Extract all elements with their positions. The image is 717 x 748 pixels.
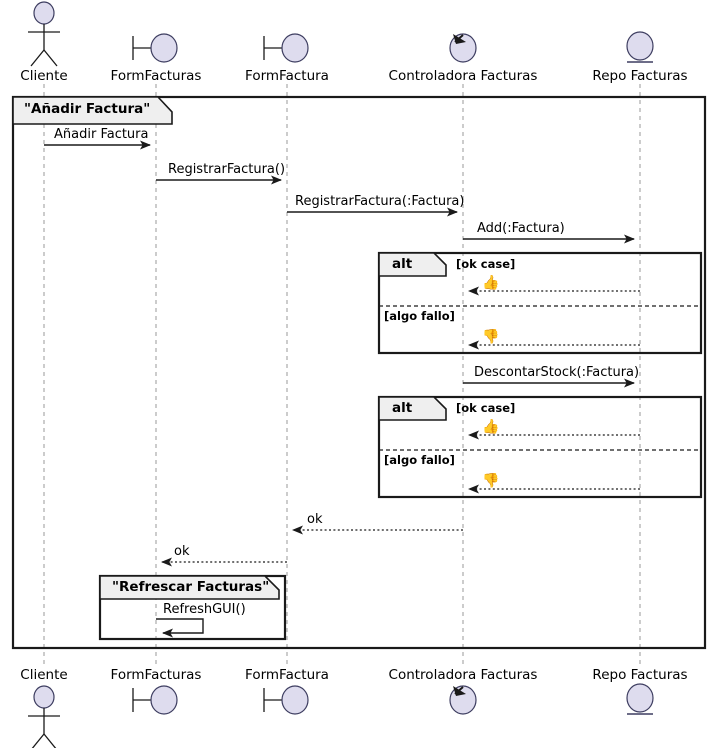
entity-icon <box>626 31 654 63</box>
frame-alt-2-outline <box>377 395 703 499</box>
control-icon <box>449 685 477 715</box>
thumbs-up-icon: 👍 <box>482 419 500 435</box>
message-label-m1: Añadir Factura <box>54 127 149 142</box>
guard-alt-2-algo-fallo: [algo fallo] <box>384 453 455 467</box>
message-label-m12: RefreshGUI() <box>163 602 246 617</box>
message-label-m10: ok <box>307 512 323 527</box>
participant-label-formfactura: FormFactura <box>245 68 329 84</box>
control-icon <box>449 33 477 63</box>
participant-label-cliente: Cliente <box>20 68 68 84</box>
message-label-m2: RegistrarFactura() <box>168 162 286 177</box>
participant-icons-bottom <box>28 683 654 748</box>
frame-alt-1-label: alt <box>392 256 413 272</box>
participant-label-repo-bottom: Repo Facturas <box>592 667 688 683</box>
thumbs-up-icon: 👍 <box>482 275 500 291</box>
participant-label-formfacturas: FormFacturas <box>110 68 202 84</box>
participant-label-formfacturas-bottom: FormFacturas <box>110 667 202 683</box>
thumbs-down-icon: 👎 <box>482 329 500 345</box>
frame-refrescar-label: "Refrescar Facturas" <box>112 579 270 595</box>
message-label-m11: ok <box>174 544 190 559</box>
actor-icon <box>28 685 60 748</box>
actor-icon <box>28 1 60 67</box>
boundary-icon <box>263 685 309 715</box>
entity-icon <box>626 683 654 715</box>
thumbs-down-icon: 👎 <box>482 473 500 489</box>
boundary-icon <box>132 33 178 63</box>
participant-label-controladora: Controladora Facturas <box>388 68 538 84</box>
guard-alt-2-ok: [ok case] <box>456 401 516 415</box>
frame-main-outline <box>11 95 707 650</box>
participant-icons-top <box>28 1 654 67</box>
boundary-icon <box>263 33 309 63</box>
message-label-m7: DescontarStock(:Factura) <box>474 365 640 380</box>
participant-label-controladora-bottom: Controladora Facturas <box>388 667 538 683</box>
frame-alt-2-label: alt <box>392 400 413 416</box>
message-label-m4: Add(:Factura) <box>477 221 565 236</box>
participant-label-formfactura-bottom: FormFactura <box>245 667 329 683</box>
guard-alt-1-ok: [ok case] <box>456 257 516 271</box>
participant-label-cliente-bottom: Cliente <box>20 667 68 683</box>
message-arrow-m12-self <box>156 618 204 638</box>
boundary-icon <box>132 685 178 715</box>
message-label-m3: RegistrarFactura(:Factura) <box>295 194 465 209</box>
frame-alt-1-outline <box>377 251 703 355</box>
message-arrows <box>44 140 640 638</box>
frame-refrescar-outline <box>98 574 287 641</box>
guard-alt-1-algo-fallo: [algo fallo] <box>384 309 455 323</box>
participant-label-repo: Repo Facturas <box>592 68 688 84</box>
frame-main-label: "Añadir Factura" <box>24 101 151 117</box>
